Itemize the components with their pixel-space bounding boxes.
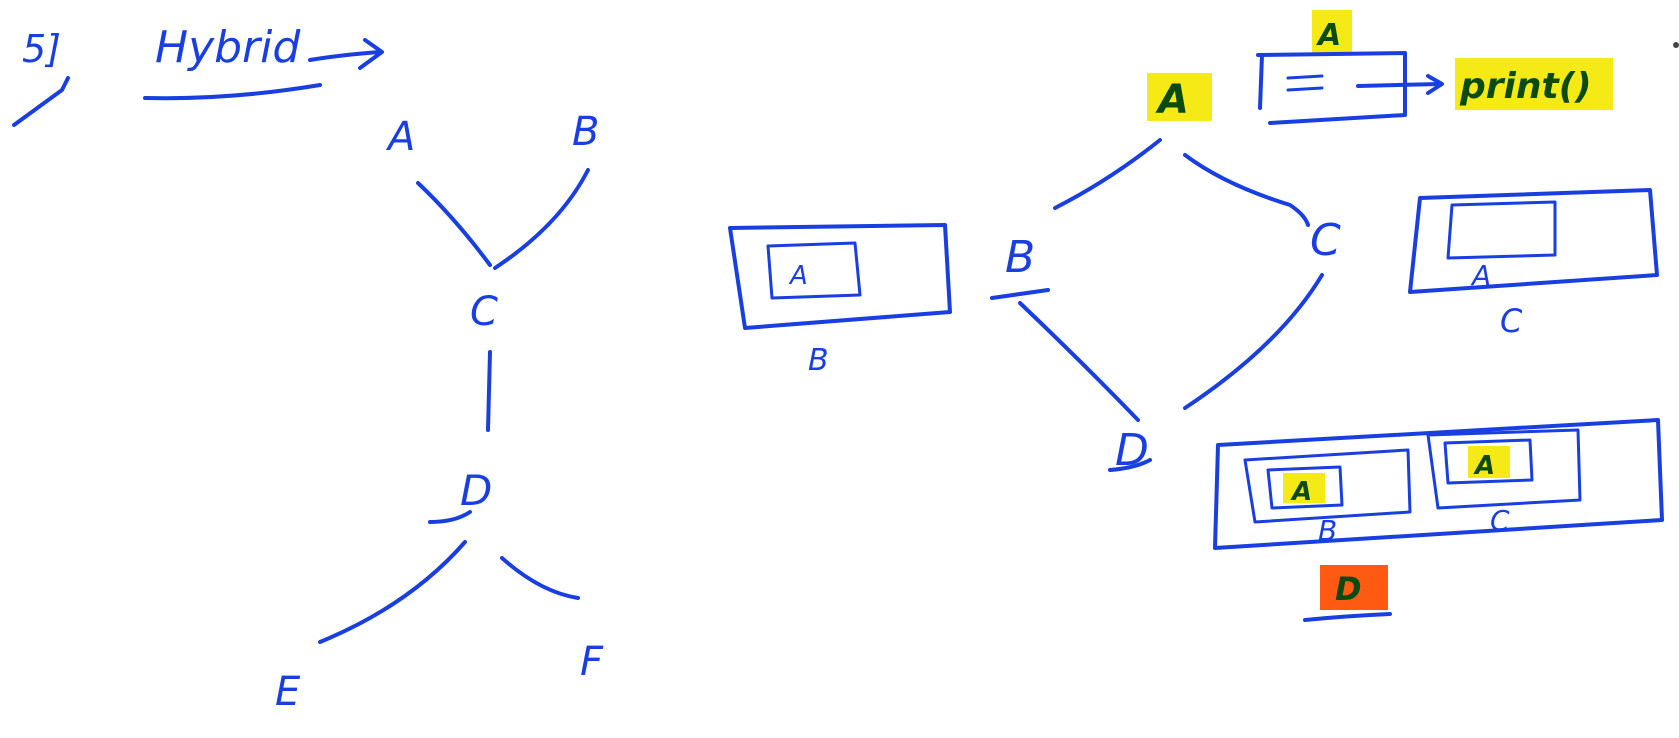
d-b-a-box [1266,465,1344,510]
node-a-highlight [1147,73,1212,121]
print-highlight [1455,58,1613,110]
diamond-node-c: C [1310,215,1341,266]
c-box-caption: C [1500,302,1523,340]
node-d-right-underline [1108,458,1152,472]
edge-b-d [1018,301,1140,422]
diamond-node-b: B [1005,232,1035,283]
edge-a-b [1053,138,1162,210]
edge-a-c-right [1183,153,1310,227]
d-caption-highlight [1320,565,1388,610]
a-method-area: A print() [1256,10,1613,125]
heading: 5] Hybrid [12,22,384,127]
edge-a-c [416,181,492,267]
b-inner-label: A [788,261,808,291]
method-box [1256,51,1407,125]
d-c-a-label: A [1473,451,1495,481]
left-node-d: D [460,466,492,515]
d-c-caption: C [1490,504,1510,537]
edge-c-d-right [1183,273,1324,410]
method-box-label-highlight [1312,10,1352,54]
left-node-b: B [572,109,599,155]
left-node-f: F [580,639,604,685]
d-c-sub-box [1426,428,1582,510]
b-inner-box [766,241,862,300]
heading-number-underline [12,76,70,127]
edge-dot [1673,42,1679,48]
b-outer-box [728,223,952,330]
node-d-underline [428,510,472,524]
node-b-underline [990,288,1050,300]
method-arrow [1356,74,1444,95]
edge-b-c [493,168,590,270]
c-inner-label: A [1470,259,1491,292]
heading-text: Hybrid [155,22,301,73]
c-inner-box [1446,200,1557,260]
b-memory-box: A B [728,223,952,378]
d-c-a-highlight [1468,446,1510,478]
d-c-a-box [1443,438,1534,485]
heading-underline [143,83,322,101]
b-box-caption: B [808,343,829,378]
print-method-label: print() [1459,66,1592,107]
edge-c-d [486,350,492,432]
method-box-left [1258,53,1264,110]
left-node-a: A [385,114,415,160]
d-box-caption: D [1335,570,1362,608]
heading-number: 5] [22,27,61,71]
d-memory-box: A B A C D [1213,418,1664,622]
edge-d-e [318,540,467,644]
left-node-c: C [470,289,498,335]
d-caption-underline [1303,612,1392,622]
c-memory-box: A C [1408,188,1659,340]
edge-d-f [500,556,580,600]
left-tree: A B C D E F [275,109,604,715]
c-outer-box [1408,188,1659,294]
method-box-label: A [1316,18,1341,53]
d-b-a-label: A [1290,477,1312,507]
d-outer-box [1213,418,1664,550]
d-b-caption: B [1318,514,1337,547]
heading-arrow [308,38,384,70]
d-b-a-highlight [1283,473,1325,503]
left-node-e: E [275,669,301,715]
diamond: A B C D [990,73,1341,476]
diamond-node-a: A [1155,77,1189,123]
d-b-sub-box [1243,448,1412,524]
method-body-icon [1286,74,1324,92]
